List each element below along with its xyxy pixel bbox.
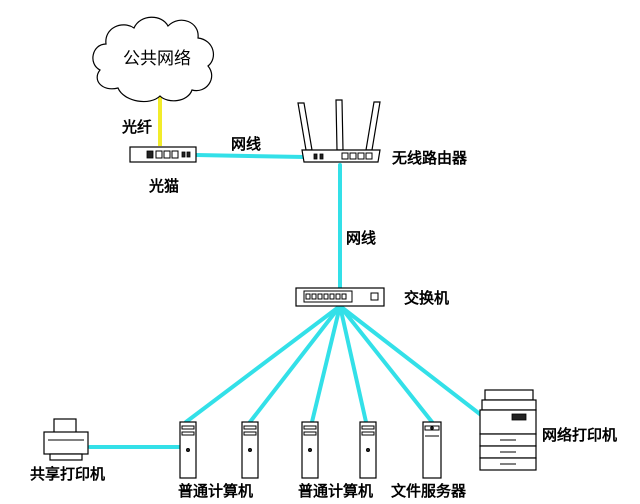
pc-group-right-label: 普通计算机	[298, 482, 373, 500]
connections	[88, 96, 487, 449]
switch-to-pc-1	[184, 304, 342, 424]
pc-tower-1	[179, 421, 197, 479]
switch-to-pc-3	[310, 304, 342, 424]
switch-to-network-printer	[338, 304, 487, 420]
file-server	[422, 421, 442, 479]
router-switch-cable-label: 网线	[346, 229, 376, 247]
internet-cloud: 公共网络	[92, 16, 215, 103]
fiber-label: 光纤	[121, 118, 152, 136]
modem-router-cable-label: 网线	[231, 135, 261, 153]
switch-to-pc-4	[338, 304, 368, 424]
network-printer-label: 网络打印机	[542, 426, 617, 444]
shared-printer-label: 共享打印机	[30, 465, 105, 483]
pc-tower-4	[359, 421, 377, 479]
switch-to-pc-2	[248, 304, 342, 424]
optical-modem	[129, 146, 197, 163]
network-printer	[479, 389, 537, 471]
switch-to-file-server	[338, 304, 434, 424]
pc-group-left-label: 普通计算机	[178, 482, 253, 500]
router-label: 无线路由器	[391, 149, 468, 167]
cloud-label: 公共网络	[123, 49, 191, 69]
file-server-label: 文件服务器	[391, 482, 467, 500]
switch-label: 交换机	[404, 289, 449, 307]
shared-printer	[43, 418, 89, 461]
wireless-router	[297, 99, 381, 163]
network-switch	[295, 287, 385, 307]
modem-router-link	[194, 153, 307, 159]
pc-tower-2	[241, 421, 259, 479]
pc-tower-3	[301, 421, 319, 479]
modem-label: 光猫	[148, 177, 179, 195]
